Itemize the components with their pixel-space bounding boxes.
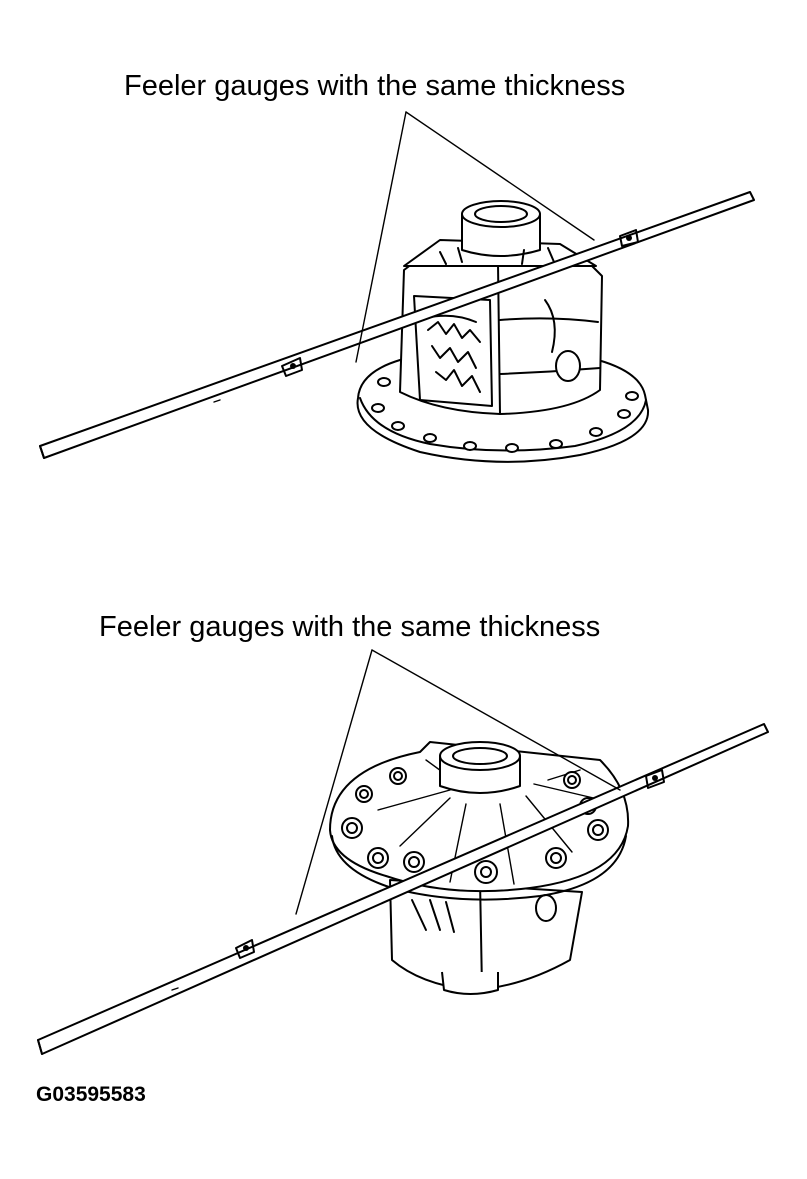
callout-leader-top xyxy=(355,111,595,363)
callout-label-bottom: Feeler gauges with the same thickness xyxy=(99,611,601,643)
figure-code: G03595583 xyxy=(36,1083,146,1106)
callout-label-top: Feeler gauges with the same thickness xyxy=(124,70,626,102)
callout-leader-bottom xyxy=(295,649,621,915)
differential-case-bottom xyxy=(329,741,630,995)
feeler-gauge-top xyxy=(39,191,755,459)
differential-case-top xyxy=(356,200,650,463)
flange-bolt-holes-top xyxy=(371,377,639,453)
feeler-gauge-bottom xyxy=(37,723,769,1055)
